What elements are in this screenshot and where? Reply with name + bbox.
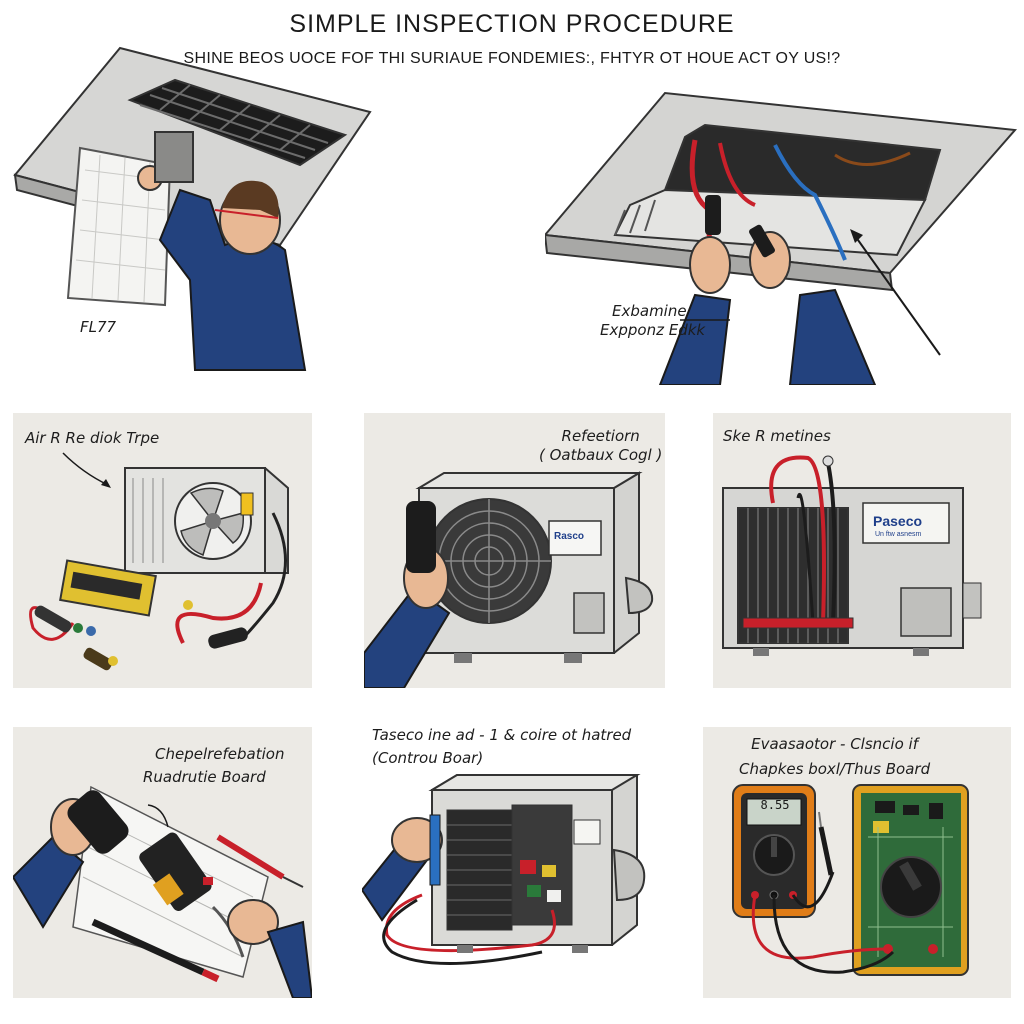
control-board-drawing (362, 774, 646, 965)
panel-control-board: Taseco ine ad - 1 & coire ot hatred (Con… (362, 720, 667, 1000)
panel-6-label: Evaasaotor - Clsncio if Chapkes boxl/Thu… (739, 735, 930, 779)
top-left-illustration (13, 46, 372, 371)
panel-2-label: Refeetiorn ( Oatbaux Cogl ) (539, 427, 662, 465)
multimeter-display-reading: 8.55 (760, 798, 790, 812)
panel-3-brand-sub: Un ftw asnesm (875, 531, 922, 538)
top-right-label-line1: Exbamine (612, 302, 687, 320)
panel-1-label: Air R Re diok Trpe (25, 429, 160, 447)
panel-2-label-line1: Refeetiorn (561, 427, 640, 445)
board-check-drawing (13, 785, 312, 998)
panel-outdoor-coil: Refeetiorn ( Oatbaux Cogl ) Rasco (364, 413, 665, 688)
top-left-label: FL77 (80, 318, 117, 336)
open-unit-drawing (722, 455, 982, 656)
panel-5-label-line2: (Controu Boar) (372, 748, 484, 767)
top-right-label: Exbamine Expponz Edkk (600, 302, 705, 340)
panel-4-label: Chepelrefebation Ruadrutie Board (143, 745, 284, 787)
panel-2-brand: Rasco (554, 531, 585, 542)
outdoor-unit-drawing (364, 471, 654, 688)
outdoor-unit-parts-drawing (29, 452, 289, 671)
top-right-illustration (545, 91, 1018, 385)
panel-5-label: Taseco ine ad - 1 & coire ot hatred (Con… (372, 726, 631, 768)
panel-5-label-line1: Taseco ine ad - 1 & coire ot hatred (372, 726, 632, 744)
panel-refrigerant-lines: Ske R metines Paseco Un ftw asnesm (713, 413, 1011, 688)
panel-multimeter-test: 8.55 Evaasaotor - Clsncio if Chapkes box… (703, 727, 1011, 998)
panel-6-label-line2: Chapkes boxl/Thus Board (739, 759, 931, 778)
panel-6-label-line1: Evaasaotor - Clsncio if (751, 735, 918, 753)
panel-air-filter-parts: Air R Re diok Trpe (13, 413, 312, 688)
panel-4-label-line1: Chepelrefebation (155, 745, 285, 763)
panel-4-label-line2: Ruadrutie Board (143, 767, 266, 786)
page-subtitle: SHINE BEOS UOCE FOF THI SURIAUE FONDEMIE… (183, 50, 841, 67)
page-title: SIMPLE INSPECTION PROCEDURE (289, 10, 735, 38)
panel-3-brand: Paseco (873, 513, 923, 529)
multimeter-board-drawing (732, 784, 969, 976)
panel-board-check: Chepelrefebation Ruadrutie Board (13, 727, 312, 998)
panel-3-label: Ske R metines (723, 427, 831, 445)
top-right-label-line2: Expponz Edkk (600, 320, 706, 339)
panel-2-label-line2: ( Oatbaux Cogl ) (539, 445, 663, 464)
